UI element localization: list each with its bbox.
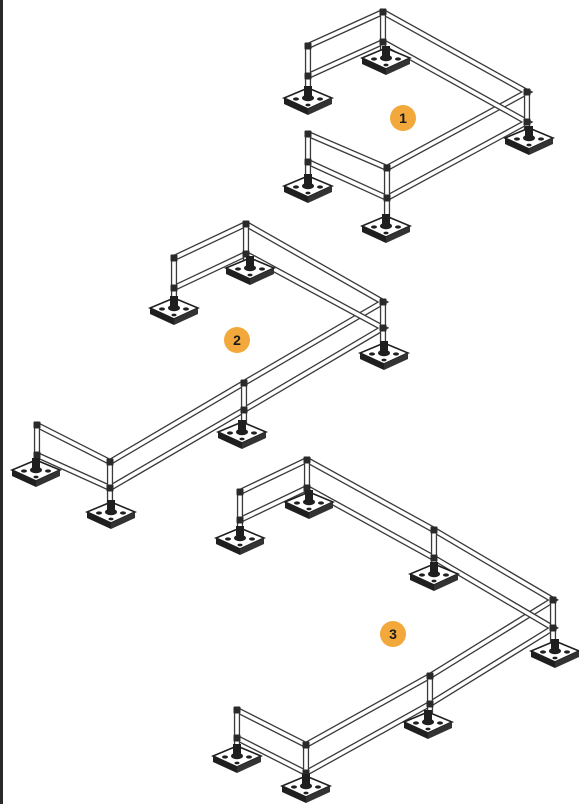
assembly-3-badge: 3 [380,621,406,647]
assembly-1-badge-label: 1 [399,110,407,126]
assembly-2-l-frame: 2 [11,220,409,530]
assembly-2-rails [33,220,390,509]
assembly-3-u-frame: 3 [212,456,579,804]
assembly-1-bases [283,45,554,244]
assembly-2-badge-label: 2 [233,332,241,348]
assembly-3-badge-label: 3 [389,626,397,642]
assembly-2-badge: 2 [224,327,250,353]
assembly-1-badge: 1 [390,105,416,131]
left-edge-border [0,0,3,804]
assembly-1-rails [304,8,534,222]
assembly-3-clamps [233,456,557,777]
assembly-1-rectangle-frame: 1 [283,8,554,244]
assembly-2-bases [11,255,409,530]
